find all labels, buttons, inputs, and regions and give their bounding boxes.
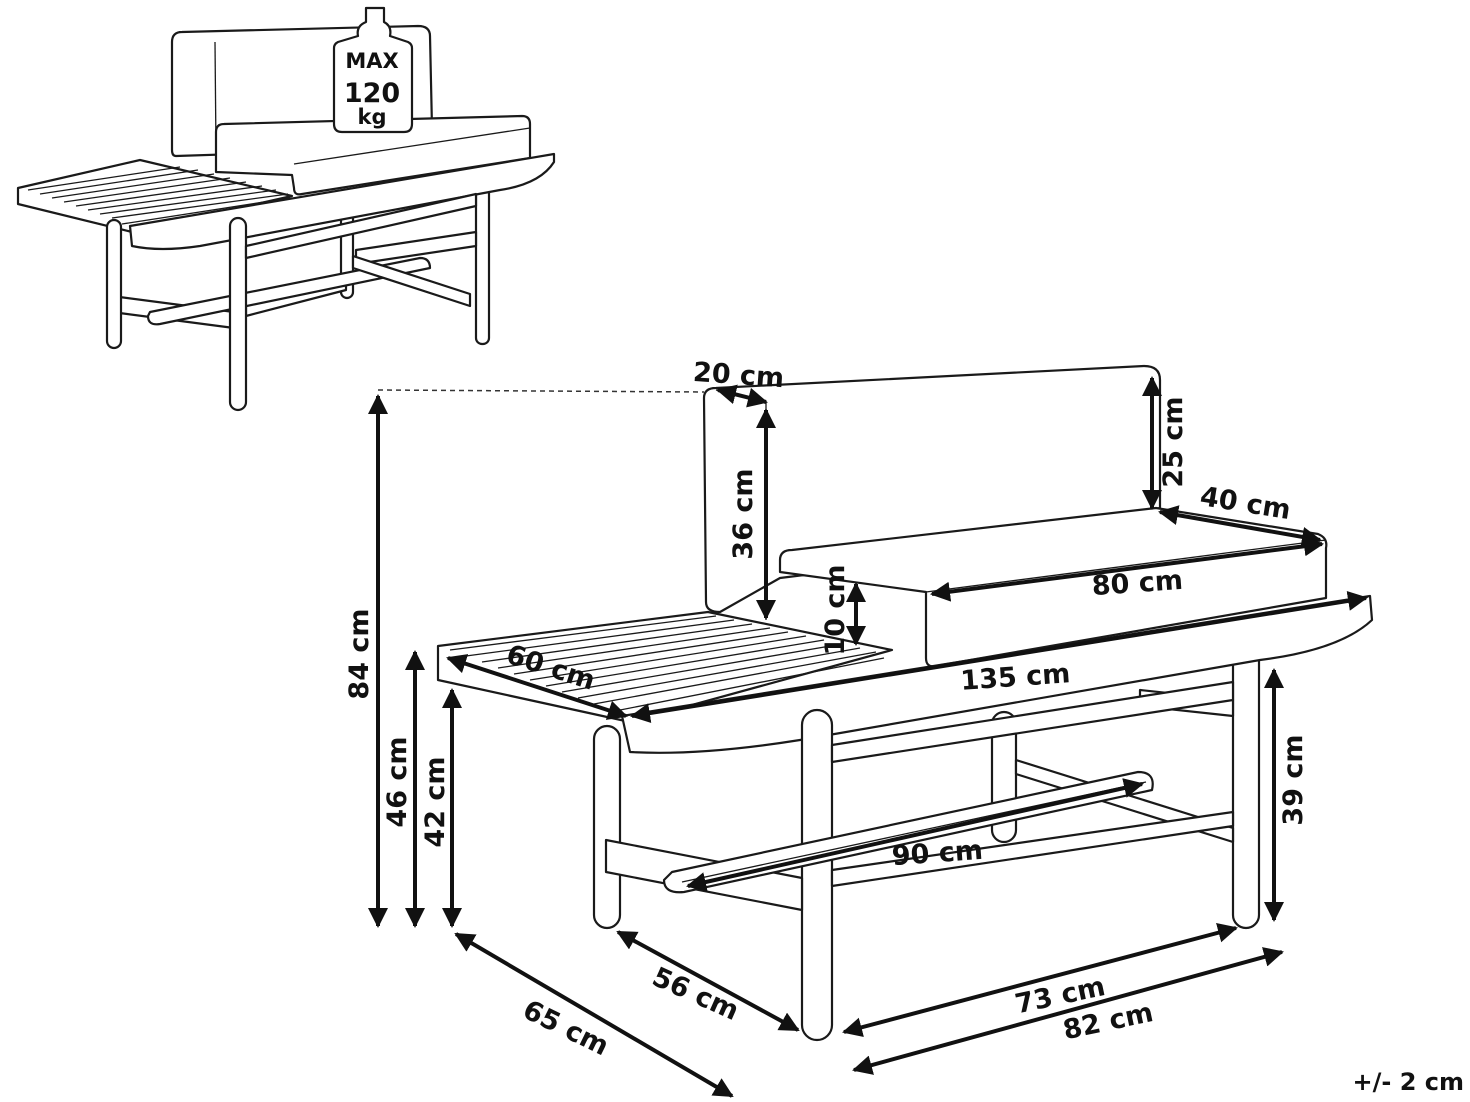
dim-backrest-depth: 20 cm (692, 357, 785, 394)
preview-illustration (16, 24, 556, 412)
tolerance-note: +/- 2 cm (1352, 1068, 1464, 1096)
dim-table-height: 42 cm (420, 756, 451, 847)
dim-seat-cushion-height: 10 cm (820, 564, 851, 655)
dim-total-width: 135 cm (960, 658, 1072, 697)
main-illustration (436, 364, 1374, 1042)
dim-bar-length: 90 cm (891, 835, 984, 872)
dim-total-height: 84 cm (344, 608, 375, 699)
weight-value: 120 (344, 78, 400, 109)
weight-unit: kg (358, 105, 387, 129)
weight-icon: MAX 120 kg (332, 6, 414, 134)
weight-max-label: MAX (345, 49, 398, 73)
dim-leg-height: 39 cm (1278, 734, 1309, 825)
dimension-lines (368, 376, 1368, 1098)
dim-backrest-height: 36 cm (728, 468, 759, 559)
dim-seat-height: 46 cm (382, 736, 413, 827)
dim-backrest-top: 25 cm (1158, 396, 1189, 487)
dim-total-depth: 65 cm (518, 994, 613, 1062)
dim-seat-cushion-width: 80 cm (1091, 565, 1184, 602)
height-reference-line (377, 389, 705, 393)
preview-slats (27, 166, 291, 225)
dim-inner-depth: 56 cm (648, 962, 744, 1027)
